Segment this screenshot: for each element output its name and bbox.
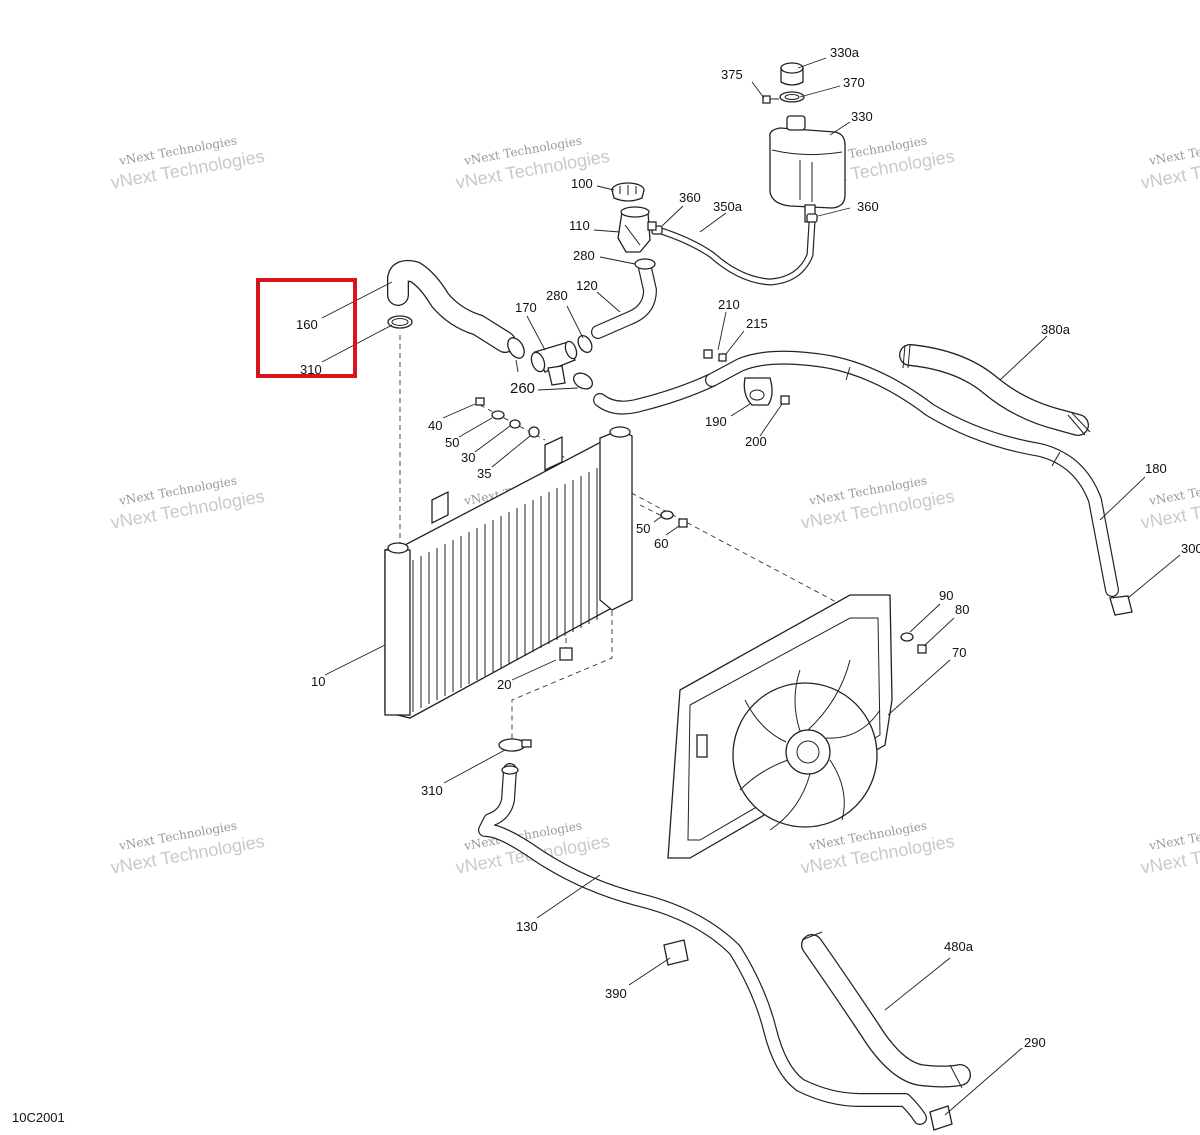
- callout-380a[interactable]: 380a: [1041, 322, 1071, 337]
- highlight-box: [256, 278, 357, 378]
- callout-330[interactable]: 330: [851, 109, 873, 124]
- watermark: vNext Technologies vNext Technologies: [109, 473, 266, 532]
- callout-280[interactable]: 280: [546, 288, 568, 303]
- callout-290[interactable]: 290: [1024, 1035, 1046, 1050]
- callout-360-tank[interactable]: 360: [857, 199, 879, 214]
- overflow-tube-350a[interactable]: [654, 218, 816, 286]
- radiator-core-fins: [412, 468, 598, 712]
- coolant-pipe-180[interactable]: [705, 350, 1119, 597]
- washer-90[interactable]: [900, 632, 914, 642]
- callout-260[interactable]: 260: [510, 380, 535, 397]
- callout-480a[interactable]: 480a: [944, 939, 974, 954]
- watermark: vNext Technologies vNext Technologies: [109, 133, 266, 192]
- callout-300[interactable]: 300: [1181, 541, 1200, 556]
- callout-350a[interactable]: 350a: [713, 199, 743, 214]
- filler-neck-110[interactable]: [617, 206, 657, 253]
- callout-60[interactable]: 60: [654, 536, 668, 551]
- bolt-40[interactable]: [475, 397, 485, 406]
- callout-30[interactable]: 30: [461, 450, 475, 465]
- grommet-30[interactable]: [509, 419, 521, 429]
- washer-50[interactable]: [660, 510, 674, 520]
- callout-70[interactable]: 70: [952, 645, 966, 660]
- screw-375[interactable]: [762, 95, 779, 104]
- watermarks: vNext Technologies vNext Technologies vN…: [109, 133, 1200, 877]
- upper-hose-160[interactable]: [387, 259, 516, 353]
- leader-lines: [321, 57, 1181, 1116]
- callout-10[interactable]: 10: [311, 674, 325, 689]
- callout-100[interactable]: 100: [571, 176, 593, 191]
- clamp-310-bottom[interactable]: [498, 738, 532, 752]
- clamp-260-lower[interactable]: [571, 370, 595, 392]
- radiator-cap-100[interactable]: [611, 182, 645, 202]
- callout-170[interactable]: 170: [515, 300, 537, 315]
- spacer-35[interactable]: [528, 426, 540, 438]
- callout-50-top[interactable]: 50: [445, 435, 459, 450]
- fitting-170[interactable]: [529, 340, 579, 386]
- watermark: vNext Technologies vNext Technologies: [1139, 473, 1200, 532]
- washer-50-top[interactable]: [491, 410, 505, 420]
- callout-310-top[interactable]: 310: [300, 362, 322, 377]
- bolt-200[interactable]: [780, 395, 790, 405]
- hose-to-pipe[interactable]: [593, 373, 719, 415]
- callout-120[interactable]: 120: [576, 278, 598, 293]
- callout-200[interactable]: 200: [745, 434, 767, 449]
- bracket-190[interactable]: [743, 377, 773, 406]
- watermark: vNext Technologies vNext Technologies: [799, 473, 956, 532]
- callout-35[interactable]: 35: [477, 466, 491, 481]
- callout-330a[interactable]: 330a: [830, 45, 860, 60]
- bolt-80[interactable]: [917, 644, 927, 654]
- callout-40[interactable]: 40: [428, 418, 442, 433]
- clamp-310-top[interactable]: [387, 315, 413, 329]
- clamp-300[interactable]: [1109, 595, 1133, 616]
- callout-90[interactable]: 90: [939, 588, 953, 603]
- callout-310-bottom[interactable]: 310: [421, 783, 443, 798]
- clamp-280-top[interactable]: [634, 258, 656, 270]
- diagram-code: 10C2001: [12, 1110, 65, 1125]
- callout-390[interactable]: 390: [605, 986, 627, 1001]
- radiator-10[interactable]: [384, 426, 633, 719]
- clamp-280[interactable]: [575, 333, 594, 355]
- clamp-290[interactable]: [929, 1105, 953, 1131]
- callout-370[interactable]: 370: [843, 75, 865, 90]
- callout-110[interactable]: 110: [569, 218, 590, 233]
- nut-215[interactable]: [718, 353, 727, 362]
- clip-390[interactable]: [663, 939, 689, 966]
- tank-cap-330a[interactable]: [780, 62, 804, 86]
- callout-190[interactable]: 190: [705, 414, 727, 429]
- callout-50[interactable]: 50: [636, 521, 650, 536]
- callout-labels: 330a 375 370 330 100 360 350a 360 110 28…: [296, 45, 1200, 1050]
- callout-280-top[interactable]: 280: [573, 248, 595, 263]
- expansion-tank[interactable]: [769, 115, 846, 223]
- clip-360-tank[interactable]: [806, 213, 818, 223]
- watermark: vNext Technologies vNext Technologies: [1139, 133, 1200, 192]
- clamp-260[interactable]: [504, 335, 527, 361]
- watermark: vNext Technologies vNext Technologies: [1139, 818, 1200, 877]
- callout-20[interactable]: 20: [497, 677, 511, 692]
- watermark: vNext Technologies vNext Technologies: [109, 818, 266, 877]
- nut-60[interactable]: [678, 518, 688, 528]
- callout-80[interactable]: 80: [955, 602, 969, 617]
- callout-130[interactable]: 130: [516, 919, 538, 934]
- callout-180[interactable]: 180: [1145, 461, 1167, 476]
- lower-hose-130[interactable]: [478, 763, 927, 1125]
- callout-160[interactable]: 160: [296, 317, 318, 332]
- hose-380a[interactable]: [899, 344, 1091, 436]
- callout-375[interactable]: 375: [721, 67, 743, 82]
- fan-assembly-70[interactable]: [667, 594, 893, 859]
- hose-120[interactable]: [591, 261, 657, 339]
- bolt-210[interactable]: [703, 349, 713, 359]
- hose-480a[interactable]: [801, 931, 971, 1089]
- callout-360[interactable]: 360: [679, 190, 701, 205]
- callout-215[interactable]: 215: [746, 316, 768, 331]
- callout-210[interactable]: 210: [718, 297, 740, 312]
- cap-gasket-370[interactable]: [779, 91, 805, 103]
